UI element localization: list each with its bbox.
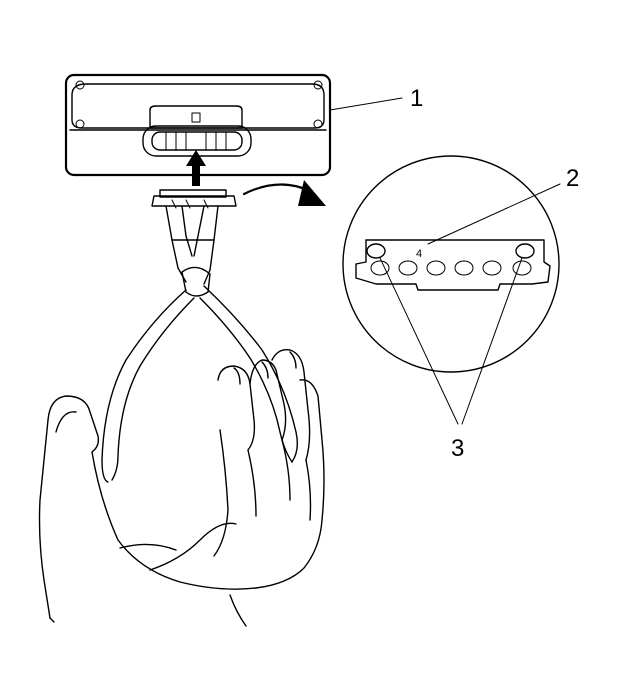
callout-2: 2: [566, 165, 579, 192]
pin-number-label: 4: [416, 248, 422, 260]
leader-1: [329, 97, 403, 111]
pliers: [101, 189, 299, 483]
hand: [38, 349, 325, 627]
leader-2: [427, 183, 561, 245]
insert-arrow: [186, 150, 206, 186]
detail-arrow: [242, 180, 326, 206]
guide-hole-left: [366, 243, 386, 259]
callout-3: 3: [451, 435, 464, 462]
leader-3a: [379, 257, 459, 425]
leader-3b: [461, 257, 523, 425]
detail-view: 4: [342, 155, 560, 373]
callout-1: 1: [410, 85, 423, 112]
guide-hole-right: [515, 243, 535, 259]
